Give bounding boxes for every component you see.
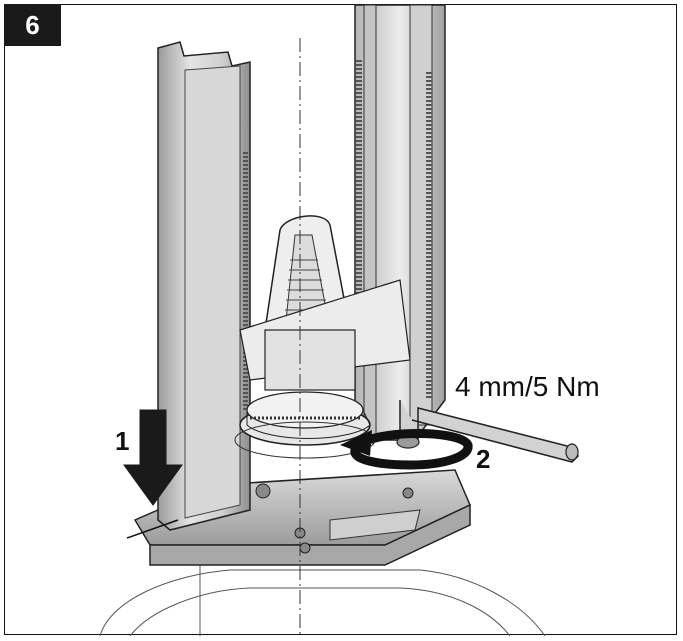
centering-device xyxy=(239,215,411,391)
left-column xyxy=(157,41,251,531)
drill-body xyxy=(99,560,546,637)
callout-1-label: 1 xyxy=(115,426,129,456)
callout-2-label: 2 xyxy=(476,444,490,474)
rotate-arrow-icon xyxy=(340,429,473,470)
hex-key-icon xyxy=(396,400,579,463)
gear-ring xyxy=(234,391,376,459)
step-number-badge: 6 xyxy=(4,4,61,46)
tool-spec-label: 4 mm/5 Nm xyxy=(455,371,600,402)
down-arrow-icon xyxy=(123,409,183,539)
right-column xyxy=(354,4,446,441)
